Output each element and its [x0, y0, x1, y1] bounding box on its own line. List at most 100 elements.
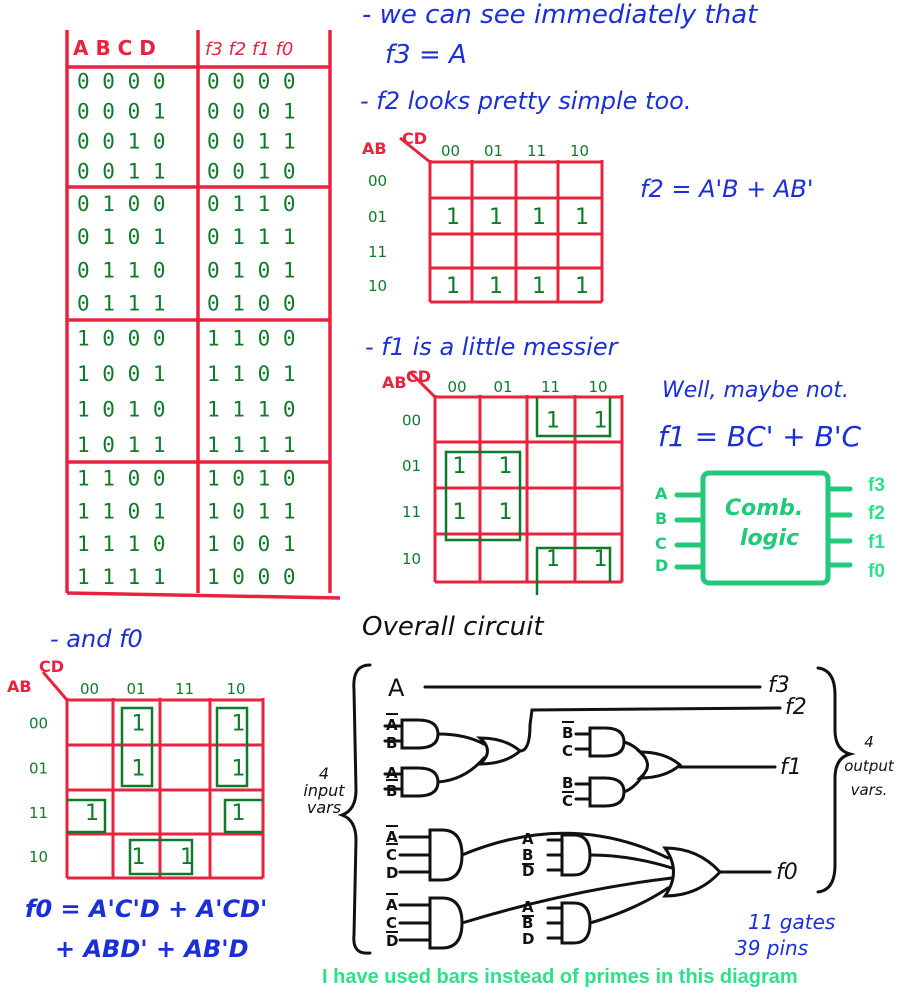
- truth-row-output: 0 0 1 0: [207, 160, 296, 184]
- g2-in-a: A: [386, 764, 398, 782]
- g7-in-c: C: [386, 914, 397, 932]
- circuit-out-f2: f2: [785, 695, 807, 720]
- g8-in-b: B: [522, 914, 533, 932]
- kmap-f0-col-label: 00: [80, 680, 99, 698]
- truth-row-output: 1 0 0 0: [207, 565, 296, 589]
- kmap-f0-cell: 1: [232, 757, 246, 782]
- g2-in-b: B: [386, 782, 397, 800]
- circuit-out-f1: f1: [780, 755, 802, 780]
- kmap-f2-cell: 1: [575, 274, 589, 299]
- kmap-f0-col-var: CD: [39, 657, 64, 676]
- kmap-f2-cell: 1: [532, 274, 546, 299]
- maybe-not-note: Well, maybe not.: [662, 378, 849, 403]
- note-line-4: - and f0: [50, 625, 143, 653]
- input-vars-label: 4 input vars: [293, 765, 355, 816]
- block-input-d: D: [655, 556, 668, 575]
- block-input-a: A: [655, 484, 668, 503]
- kmap-f1-cell: 1: [499, 454, 513, 479]
- truth-row-input: 0 0 1 1: [77, 160, 166, 184]
- output-vars-count: 4: [864, 733, 874, 751]
- kmap-f0-cell: 1: [180, 845, 194, 870]
- kmap-f2-cell: 1: [446, 274, 460, 299]
- block-output-f1: f1: [868, 532, 885, 553]
- truth-row-input: 0 0 0 1: [77, 100, 166, 124]
- block-input-b: B: [655, 509, 667, 528]
- truth-row-input: 0 0 1 0: [77, 130, 166, 154]
- kmap-f1-col-label: 10: [589, 378, 608, 396]
- input-vars-count: 4: [318, 764, 330, 783]
- kmap-f2-cell: 1: [575, 205, 589, 230]
- truth-row-input: 0 1 0 0: [77, 192, 166, 216]
- truth-row-output: 0 0 1 1: [207, 130, 296, 154]
- truth-row-input: 1 1 0 0: [77, 467, 166, 491]
- kmap-f1-row-var: AB: [382, 373, 407, 392]
- circuit-input-a: A: [388, 674, 405, 702]
- kmap-f2-col-label: 11: [527, 142, 546, 160]
- overall-circuit-title: Overall circuit: [362, 612, 544, 642]
- truth-row-output: 0 1 1 0: [207, 192, 296, 216]
- note-line-2: - f2 looks pretty simple too.: [360, 87, 692, 115]
- caption: I have used bars instead of primes in th…: [322, 966, 798, 988]
- circuit-out-f0: f0: [776, 860, 798, 885]
- kmap-f2-row-label: 01: [368, 208, 387, 226]
- output-vars-label: 4 output vars.: [838, 730, 900, 802]
- comb-logic-title-2: logic: [740, 526, 799, 551]
- kmap-f2-cell: 1: [489, 205, 503, 230]
- truth-row-output: 1 1 0 0: [207, 327, 296, 351]
- input-vars-word1: input: [303, 781, 345, 800]
- truth-row-input: 1 0 1 1: [77, 433, 166, 457]
- f1-equation: f1 = BC' + B'C: [658, 420, 862, 453]
- kmap-f1-cell: 1: [453, 454, 467, 479]
- truth-row-output: 1 1 1 0: [207, 398, 296, 422]
- truth-row-input: 1 0 0 0: [77, 327, 166, 351]
- g4-in-b: B: [562, 774, 573, 792]
- kmap-f2-row-label: 11: [368, 243, 387, 261]
- truth-row-output: 0 1 1 1: [207, 225, 296, 249]
- kmap-f1-cell: 1: [594, 547, 608, 572]
- truth-row-input: 1 0 0 1: [77, 362, 166, 386]
- kmap-f0-cell: 1: [85, 801, 99, 826]
- comb-logic-block: Comb. logic A B C D: [655, 470, 853, 586]
- block-output-f3: f3: [868, 475, 885, 496]
- kmap-f0-row-var: AB: [7, 677, 32, 696]
- truth-row-input: 0 1 0 1: [77, 225, 166, 249]
- truth-row-output: 0 0 0 1: [207, 100, 296, 124]
- g1-in-b: B: [386, 734, 397, 752]
- kmap-f2-col-label: 00: [441, 142, 460, 160]
- kmap-f1-cell: 1: [594, 409, 608, 434]
- kmap-f1-col-label: 01: [494, 378, 513, 396]
- truth-row-output: 0 1 0 0: [207, 292, 296, 316]
- kmap-f0-col-label: 11: [175, 680, 194, 698]
- kmap-f0-row-label: 00: [29, 715, 48, 733]
- kmap-f0-row-label: 01: [29, 760, 48, 778]
- f3-equation: f3 = A: [385, 40, 467, 70]
- g5-in-d: D: [386, 864, 398, 882]
- note-line-3: - f1 is a little messier: [365, 333, 618, 361]
- kmap-f2-row-label: 10: [368, 277, 387, 295]
- gate-count: 11 gates: [748, 910, 836, 934]
- kmap-f1-row-label: 01: [402, 457, 421, 475]
- f2-equation: f2 = A'B + AB': [640, 175, 814, 203]
- kmap-f0-cell: 1: [132, 845, 146, 870]
- kmap-f1-row-label: 10: [402, 550, 421, 568]
- g7-in-d: D: [386, 932, 398, 950]
- g6-in-b: B: [522, 846, 533, 864]
- kmap-f2-col-label: 01: [484, 142, 503, 160]
- truth-row-input: 1 1 1 0: [77, 532, 166, 556]
- g7-in-a: A: [386, 896, 398, 914]
- g8-in-d: D: [522, 930, 534, 948]
- block-output-f2: f2: [868, 503, 885, 524]
- kmap-f0-row-label: 10: [29, 848, 48, 866]
- kmap-f0-cell: 1: [132, 757, 146, 782]
- truth-row-output: 1 0 1 1: [207, 499, 296, 523]
- kmap-f2-cell: 1: [489, 274, 503, 299]
- kmap-f0-col-label: 10: [227, 680, 246, 698]
- kmap-f0-cell: 1: [132, 712, 146, 737]
- kmap-f1-row-label: 11: [402, 503, 421, 521]
- kmap-f0-row-label: 11: [29, 804, 48, 822]
- g3-in-c: C: [562, 742, 573, 760]
- kmap-f1-col-var: CD: [406, 367, 431, 386]
- kmap-f2-col-label: 10: [570, 142, 589, 160]
- truth-table-output-header: f3 f2 f1 f0: [205, 39, 293, 60]
